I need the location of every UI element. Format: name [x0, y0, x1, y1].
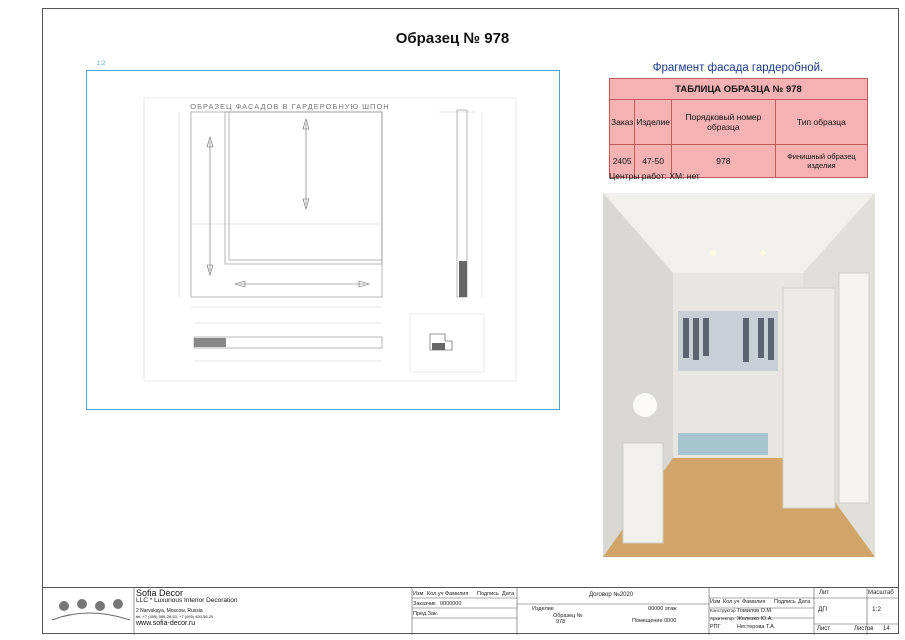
stamp-scale-value: 1:2: [872, 606, 882, 613]
grain-arrows: [206, 117, 371, 288]
company-address: 2 Narvskaya, Moscow, Russia: [136, 608, 203, 614]
stamp-col-podp2: Подпись: [774, 599, 796, 605]
stamp-sample-label: Образец №: [553, 613, 583, 619]
viewport-scale: 1:2: [97, 61, 106, 67]
company-block: Sofia Decor LLC * Luxurious Interior Dec…: [136, 589, 238, 628]
stamp-room: Помещение 0000: [632, 618, 677, 624]
sample-table: ТАБЛИЦА ОБРАЗЦА № 978 Заказ Изделие Поря…: [608, 78, 869, 178]
stamp-col-kol2: Кол.уч: [723, 599, 740, 605]
header-sample-type: Тип образца: [774, 99, 869, 145]
stamp-col-podp: Подпись: [477, 591, 499, 597]
stamp-sample-number: 978: [556, 619, 566, 625]
stamp-customer-label: Заказчик: [413, 601, 436, 607]
stamp-customer-value: 0000000: [440, 601, 462, 607]
side-view: [456, 109, 468, 298]
detail-view: [409, 313, 485, 373]
stamp-product-label: Изделие: [532, 606, 554, 612]
front-view: [190, 111, 383, 298]
sample-table-title: ТАБЛИЦА ОБРАЗЦА № 978: [609, 78, 868, 100]
header-order: Заказ: [608, 99, 636, 145]
company-phone: tel. +7 (495) 585-28-53, +7 (495) 450-56…: [136, 614, 214, 619]
header-product: Изделие: [634, 99, 672, 145]
stamp-col-kol: Кол.уч: [427, 591, 444, 597]
stamp-col-data: Дата: [502, 591, 515, 597]
company-subtitle: LLC * Luxurious Interior Decoration: [136, 597, 238, 604]
stamp-col-izm: Изм: [413, 591, 424, 597]
stamp-designer-name: Томилов О.М.: [737, 608, 773, 614]
sheet-frame: [42, 8, 899, 634]
stamp-lit-label: Лит: [819, 590, 830, 596]
header-sample-number: Порядковый номер образца: [670, 99, 776, 145]
stamp-rpg-name: Нестерова Т.А.: [737, 624, 776, 630]
page-title: Образец № 978: [395, 30, 510, 47]
stamp-architect-name: Железко Ю.А.: [737, 616, 773, 622]
stamp-col-fam2: Фамилия: [742, 599, 766, 605]
stamp-sheet-label: Лист: [817, 626, 831, 632]
dimension-lines: [178, 111, 483, 308]
stamp-designer-label: Конструктор: [710, 608, 736, 613]
drawing-caption: ОБРАЗЕЦ ФАСАДОВ В ГАРДЕРОБНУЮ ШПОН: [190, 102, 389, 111]
stamp-lit-value: ДП: [818, 606, 828, 613]
wardrobe-photo: [603, 193, 875, 557]
stamp-col-izm2: Изм: [710, 599, 721, 605]
value-order: 2405: [608, 144, 636, 178]
stamp-col-fam: Фамилия: [445, 591, 469, 597]
value-product: 47-50: [634, 144, 672, 178]
stamp-sheets-value: 14: [883, 626, 890, 632]
title-block: Изм Кол.уч Фамилия Подпись Дата Заказчик…: [42, 587, 899, 635]
stamp-pred-zak: Пред.Зак.: [413, 611, 439, 617]
company-name: Sofia Decor: [136, 588, 184, 598]
company-site[interactable]: www.sofia-decor.ru: [136, 620, 196, 627]
stamp-col-data2: Дата: [798, 599, 811, 605]
stamp-contract: Договор №2020: [589, 592, 634, 598]
stamp-floor: 00000 этаж: [648, 606, 677, 612]
stamp-rpg-label: РПГ: [710, 624, 721, 630]
stamp-sheets-label: Листов: [854, 626, 874, 632]
stamp-scale-label: Масштаб: [868, 590, 894, 596]
value-sample-number: 978: [670, 144, 776, 178]
drawing-viewport[interactable]: ОБРАЗЕЦ ФАСАДОВ В ГАРДЕРОБНУЮ ШПОН: [86, 70, 560, 410]
fragment-title: Фрагмент фасада гардеробной.: [652, 62, 824, 74]
stamp-architect-label: Архитектор: [710, 616, 734, 621]
work-centers: Центры работ: ХМ: нет: [609, 171, 700, 181]
facade-drawing: ОБРАЗЕЦ ФАСАДОВ В ГАРДЕРОБНУЮ ШПОН: [143, 97, 517, 382]
company-logo: [51, 599, 131, 621]
section-view: [193, 322, 383, 362]
value-sample-type: Финишный образец изделия: [774, 144, 869, 178]
